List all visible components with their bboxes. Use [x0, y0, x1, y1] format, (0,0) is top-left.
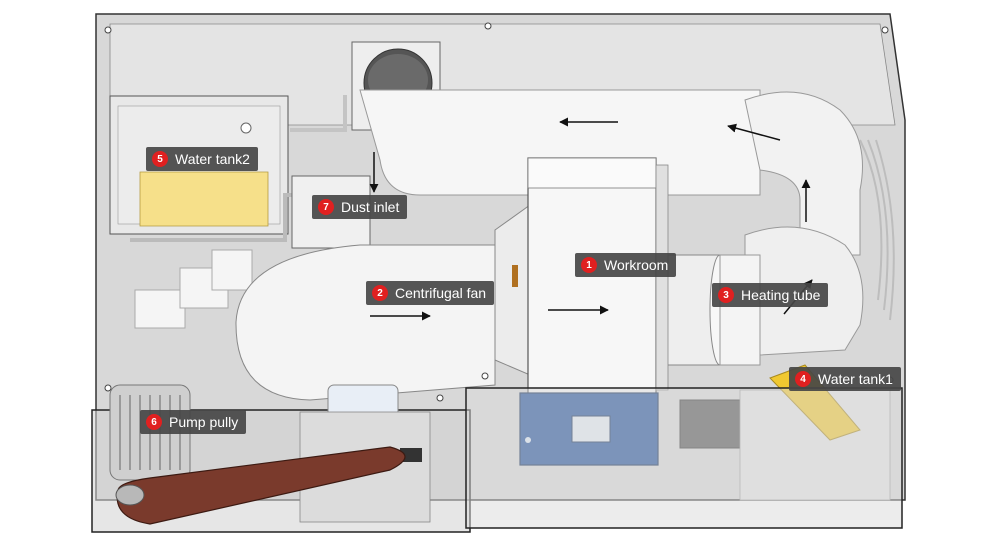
- label-text: Workroom: [604, 257, 669, 273]
- badge-number: 5: [152, 151, 168, 167]
- bolt: [104, 384, 112, 392]
- badge-number: 1: [581, 257, 597, 273]
- motor-display: [400, 448, 422, 462]
- flow-arrow: [727, 123, 781, 141]
- fan-transition: [494, 204, 531, 376]
- lower-right-panel: [465, 387, 903, 529]
- stair-block: [211, 249, 253, 291]
- badge-number: 6: [146, 414, 162, 430]
- label-text: Water tank1: [818, 371, 893, 387]
- workroom-side: [655, 164, 669, 391]
- left-pipe-2: [290, 95, 347, 132]
- label-text: Dust inlet: [341, 199, 400, 215]
- label-workroom: 1 Workroom: [575, 253, 677, 277]
- badge-number: 3: [718, 287, 734, 303]
- badge-number: 4: [795, 371, 811, 387]
- workroom-cabinet: [527, 157, 657, 399]
- tank-float: [240, 122, 252, 134]
- label-pump-pully: 6 Pump pully: [140, 410, 247, 434]
- bolt: [481, 372, 489, 380]
- label-text: Centrifugal fan: [395, 285, 487, 301]
- side-fitting: [512, 265, 518, 287]
- pump-belt: [116, 446, 406, 525]
- label-centrifugal-fan: 2 Centrifugal fan: [366, 281, 495, 305]
- badge-number: 7: [318, 199, 334, 215]
- centrifugal-fan-body: [235, 244, 496, 401]
- water-tank2-water: [139, 171, 269, 227]
- bolt: [881, 26, 889, 34]
- badge-number: 2: [372, 285, 388, 301]
- bolt: [484, 22, 492, 30]
- label-text: Heating tube: [741, 287, 821, 303]
- label-text: Pump pully: [169, 414, 239, 430]
- bolt: [104, 26, 112, 34]
- duct-elbow-top: [744, 91, 863, 256]
- pump-pulley: [115, 484, 145, 506]
- right-pipes: [859, 139, 895, 321]
- bolt: [436, 394, 444, 402]
- label-dust-inlet: 7 Dust inlet: [312, 195, 408, 219]
- heating-tube-body: [719, 254, 761, 366]
- label-text: Water tank2: [175, 151, 250, 167]
- label-water-tank2: 5 Water tank2: [146, 147, 258, 171]
- label-heating-tube: 3 Heating tube: [712, 283, 829, 307]
- stair-block: [134, 289, 186, 329]
- label-water-tank1: 4 Water tank1: [789, 367, 901, 391]
- workroom-top-panel: [527, 157, 657, 189]
